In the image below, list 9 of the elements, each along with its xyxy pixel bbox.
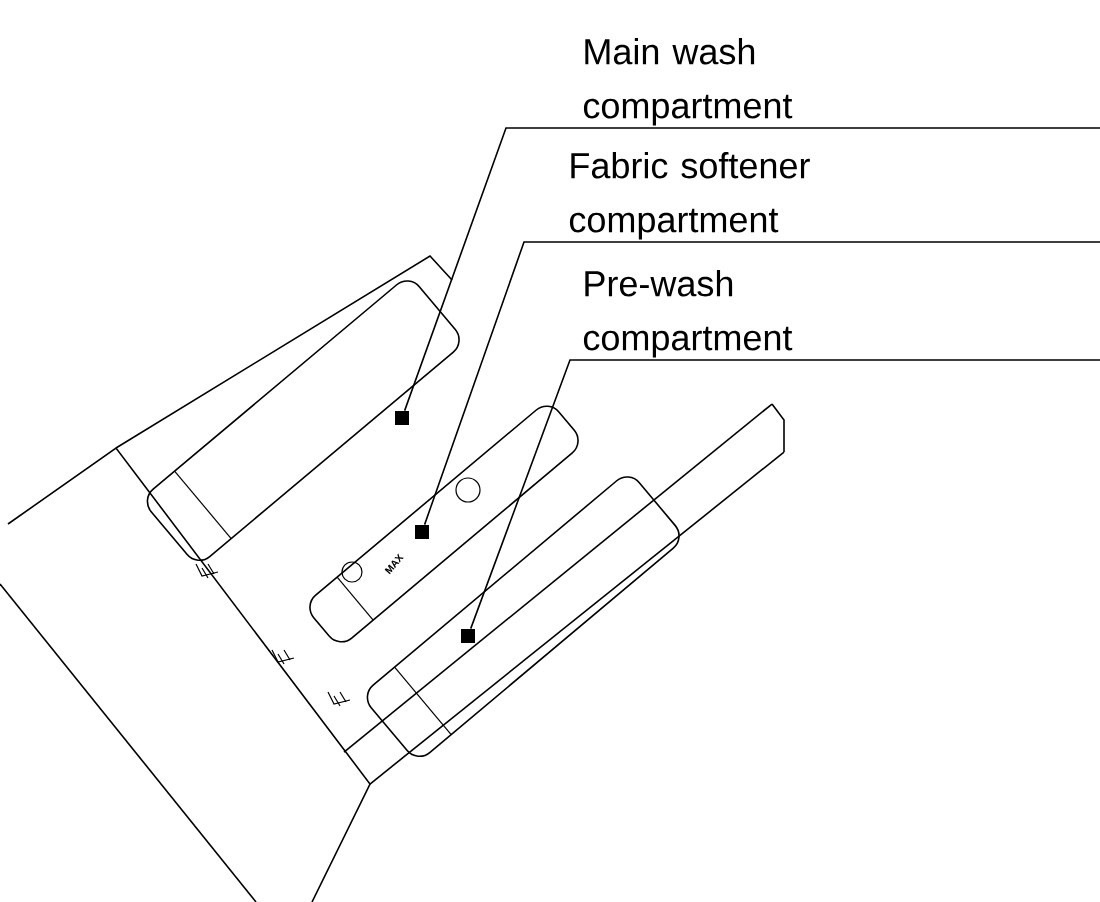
marker — [415, 525, 429, 539]
callout-text: Fabric softener compartment — [569, 152, 810, 240]
callout-text: Main wash compartment — [583, 38, 793, 126]
leader-line — [469, 359, 1100, 630]
leader-line — [423, 241, 1100, 526]
marker — [395, 411, 409, 425]
leader-line — [403, 127, 1100, 412]
callout-text: Pre-wash compartment — [583, 270, 793, 358]
marker — [461, 629, 475, 643]
